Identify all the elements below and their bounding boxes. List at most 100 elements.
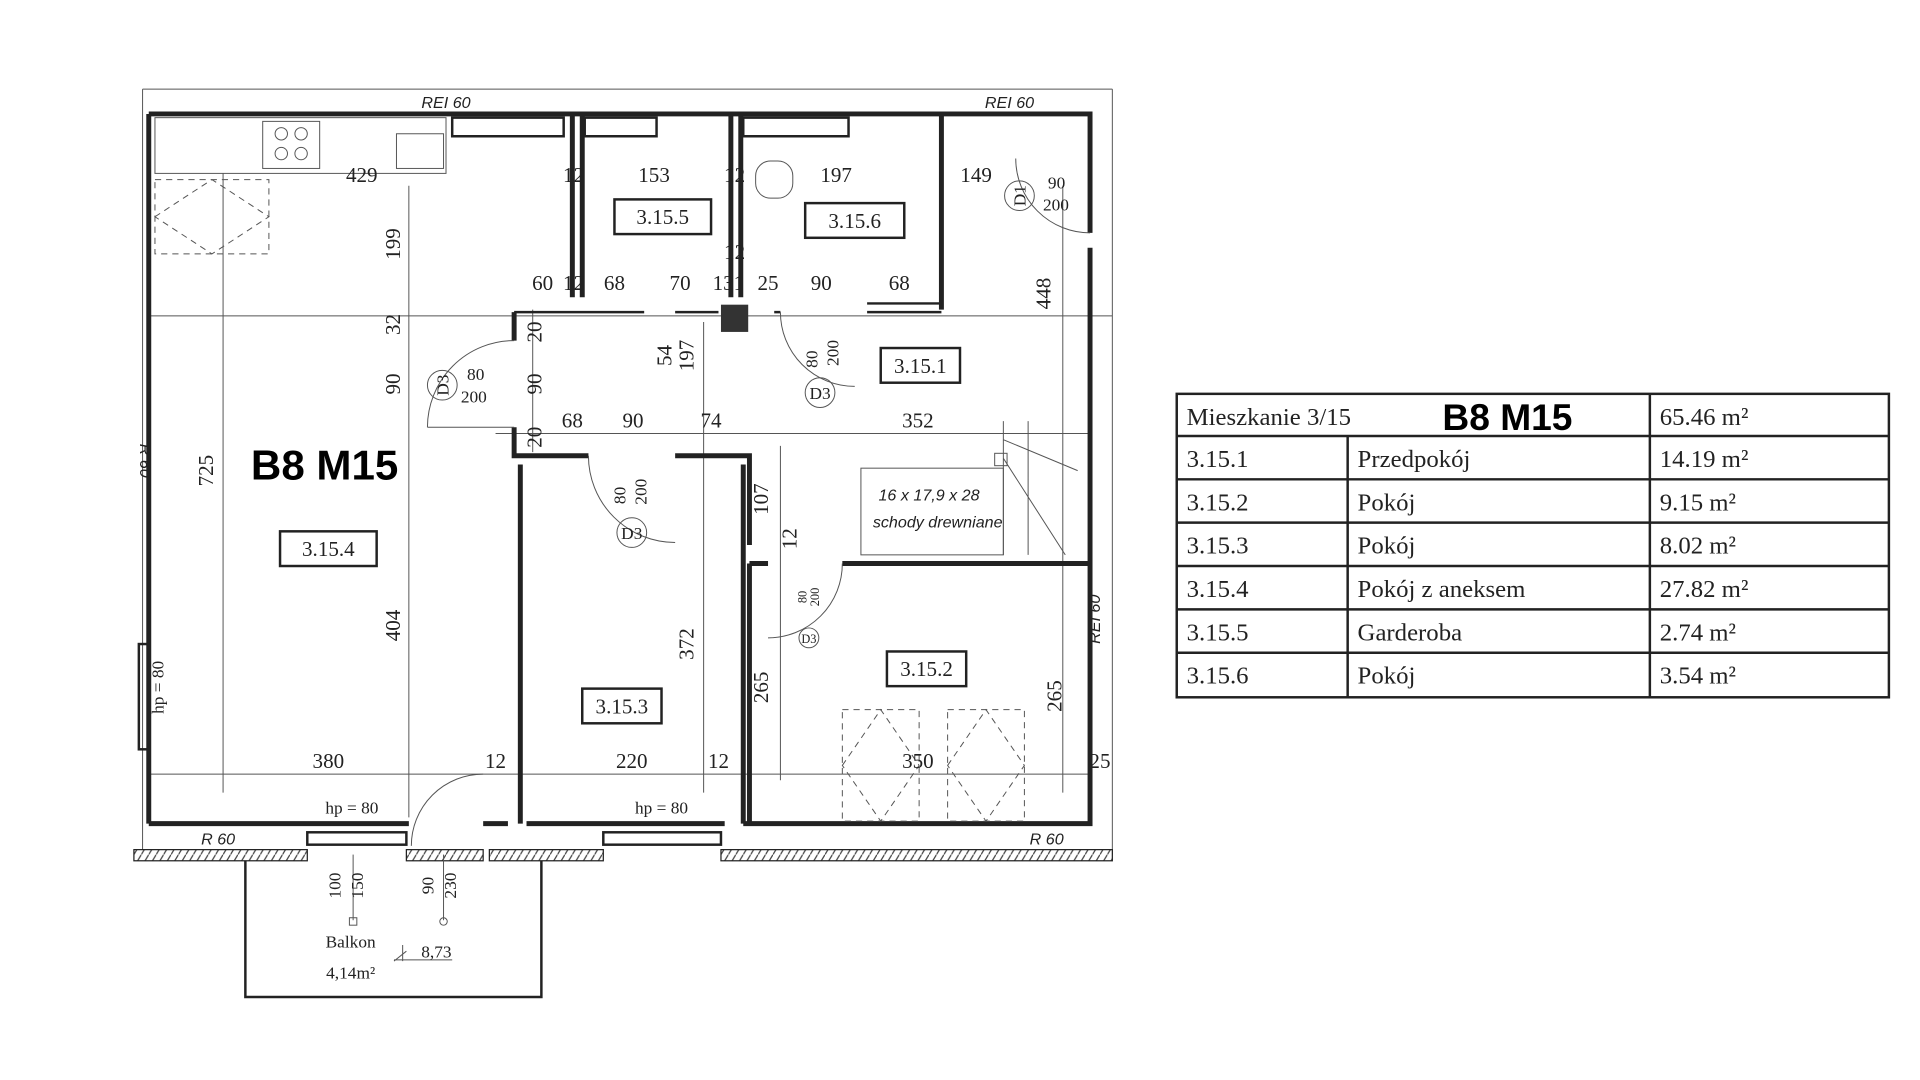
stairs-label: schody drewniane	[873, 514, 1003, 532]
label: 12	[724, 163, 745, 187]
kitchen-fixtures	[154, 117, 1026, 823]
label: 200	[1043, 196, 1069, 215]
label: 20	[522, 321, 546, 342]
label: 404	[381, 609, 405, 641]
label: 12	[563, 271, 584, 295]
label: 3.15.3	[596, 694, 649, 718]
table-row: 3.15.3 Pokój 8.02 m²	[1187, 533, 1736, 560]
label: 12	[778, 528, 802, 549]
label: 80	[611, 487, 630, 504]
label: Pokój	[1358, 663, 1416, 690]
guide-lines	[142, 88, 1113, 855]
room-label-3-15-2: 3.15.2	[885, 650, 968, 688]
door-tag-d3-kitchen: D3 80 200	[426, 365, 487, 407]
label: 68	[889, 271, 910, 295]
room-label-3-15-1: 3.15.1	[879, 346, 962, 384]
label: Garderoba	[1358, 619, 1463, 646]
room-label-3-15-4: 3.15.4	[278, 530, 378, 568]
room-labels: 3.15.1 3.15.2 3.15.3 3.15.4 3.15.5 3.15.…	[278, 198, 968, 725]
wall-labels: REI 60 REI 60 REI 60 R 60 R 60 R 60	[136, 94, 1104, 849]
label: 3.15.4	[302, 537, 355, 561]
label: 3.15.5	[1187, 619, 1249, 646]
label: 3.15.4	[1187, 576, 1249, 603]
table-row: 3.15.4 Pokój z aneksem 27.82 m²	[1187, 576, 1749, 603]
label: 131	[713, 271, 745, 295]
label: 153	[638, 163, 670, 187]
window-labels: hp = 80 hp = 80 hp = 80	[149, 661, 688, 818]
label: 60	[532, 271, 553, 295]
label: 90	[811, 271, 832, 295]
label: REI 60	[985, 94, 1034, 112]
apartment-label: Mieszkanie 3/15	[1187, 404, 1351, 431]
label: hp = 80	[325, 799, 378, 818]
label: 90	[381, 373, 405, 394]
apartment-total-area: 65.46 m²	[1660, 404, 1749, 431]
label: R 60	[1030, 831, 1064, 849]
label: 150	[348, 873, 367, 899]
label: 3.15.1	[894, 354, 947, 378]
label: 265	[749, 672, 773, 704]
label: 200	[808, 588, 822, 607]
label: 32	[381, 314, 405, 335]
label: 350	[902, 749, 934, 773]
label: 3.15.1	[1187, 446, 1249, 473]
label: 20	[522, 427, 546, 448]
balcony-area: 4,14m²	[326, 963, 375, 982]
stairs-spec: 16 x 17,9 x 28	[878, 486, 979, 504]
table-header-row: Mieszkanie 3/15 B8 M15 65.46 m²	[1187, 396, 1749, 438]
balcony: 100 150 90 230 Balkon 4,14m² 8,73	[244, 854, 543, 999]
label: 90	[522, 373, 546, 394]
table-row: 3.15.6 Pokój 3.54 m²	[1187, 663, 1736, 690]
windows	[137, 642, 723, 846]
label: 12	[724, 240, 745, 264]
label: Pokój z aneksem	[1358, 576, 1526, 603]
label: 230	[441, 873, 460, 899]
label: D3	[433, 375, 452, 396]
door-tag-d3-bathroom: D3 80 200	[803, 340, 843, 408]
label: 372	[675, 628, 699, 660]
label: 3.54 m²	[1660, 663, 1736, 690]
label: 200	[461, 388, 487, 407]
table-row: 3.15.2 Pokój 9.15 m²	[1187, 489, 1736, 516]
door-tag-d3-room2: D3 80 200	[795, 588, 822, 649]
label: 3.15.5	[636, 205, 689, 229]
label: 9.15 m²	[1660, 489, 1736, 516]
room-label-3-15-6: 3.15.6	[803, 201, 906, 240]
label: 149	[960, 163, 992, 187]
label: 100	[326, 873, 345, 899]
label: 68	[562, 408, 583, 432]
label: D3	[801, 632, 816, 646]
label: hp = 80	[635, 799, 688, 818]
door-swings	[410, 158, 1091, 846]
label: D1	[1011, 185, 1030, 206]
label: 3.15.2	[900, 657, 953, 681]
label: 25	[1089, 749, 1110, 773]
level-marker-icon	[393, 944, 453, 962]
room-label-3-15-5: 3.15.5	[613, 198, 713, 236]
label: 12	[708, 749, 729, 773]
door-tag-d1: D1 90 200	[1004, 173, 1069, 215]
label: 2.74 m²	[1660, 619, 1736, 646]
label: 220	[616, 749, 648, 773]
label: 12	[563, 163, 584, 187]
label: 80	[795, 591, 809, 603]
label: 200	[632, 479, 651, 505]
label: hp = 80	[149, 661, 168, 714]
sink-icon	[395, 133, 445, 169]
label: REI 60	[421, 94, 470, 112]
label: Pokój	[1358, 489, 1416, 516]
dimension-labels: 429 12 153 12 197 149 199 60 12 68 70 13…	[194, 163, 1110, 773]
label: 3.15.6	[828, 209, 881, 233]
label: 8.02 m²	[1660, 533, 1736, 560]
floor-plan: 16 x 17,9 x 28 schody drewniane D1 90 20…	[133, 88, 1113, 999]
label: REI 60	[1086, 595, 1104, 644]
label: 12	[485, 749, 506, 773]
label: Pokój	[1358, 533, 1416, 560]
stove-icon	[262, 120, 321, 169]
area-table: Mieszkanie 3/15 B8 M15 65.46 m² 3.15.1 P…	[1175, 392, 1891, 699]
label: 3.15.6	[1187, 663, 1249, 690]
walls	[146, 111, 1093, 827]
label: 27.82 m²	[1660, 576, 1749, 603]
label: 80	[467, 365, 484, 384]
door-tag-d3-room3: D3 80 200	[611, 479, 651, 548]
